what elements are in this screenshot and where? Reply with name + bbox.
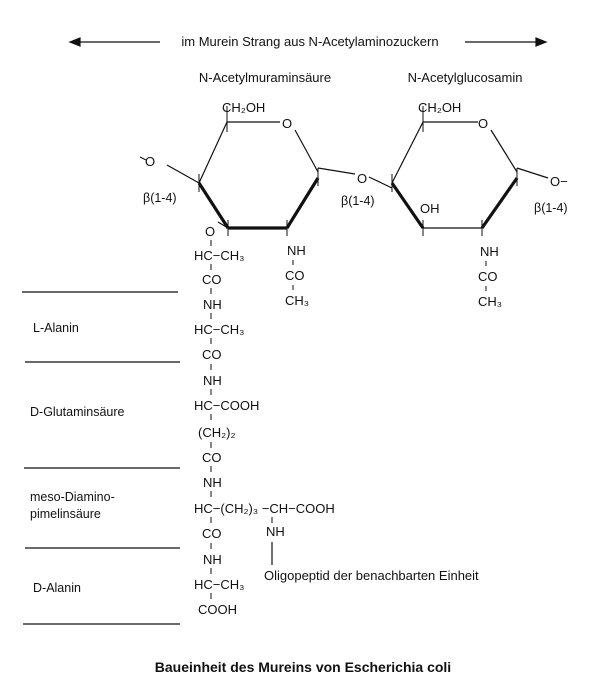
lactyl-hc: HC−CH₃ — [194, 248, 244, 263]
glycosidic-o: O — [357, 171, 367, 186]
dap-co: CO — [202, 526, 222, 541]
residue-d-alanin: D-Alanin — [33, 581, 81, 595]
glcnac-ring — [368, 106, 549, 236]
murnac-ch3: CH₃ — [285, 293, 309, 308]
glu-nh: NH — [203, 373, 222, 388]
glcnac-ch2oh: CH₂OH — [418, 100, 461, 115]
lactyl-co: CO — [202, 272, 222, 287]
glcnac-ch3: CH₃ — [478, 294, 502, 309]
murnac-left-o: O — [145, 154, 155, 169]
residue-l-alanin: L-Alanin — [33, 321, 79, 335]
murnac-ring — [166, 106, 356, 236]
glu-co: CO — [202, 450, 222, 465]
crosslink-label: Oligopeptid der benachbarten Einheit — [264, 568, 479, 583]
residue-d-glutaminsaeure: D-Glutaminsäure — [30, 405, 125, 419]
middle-link-label: β(1-4) — [341, 194, 375, 208]
ala2-nh: NH — [203, 552, 222, 567]
ala2-hc: HC−CH₃ — [194, 577, 244, 592]
residue-dap-line1: meso-Diamino- — [30, 490, 115, 504]
murnac-ether-o: O — [205, 224, 215, 239]
residue-dividers — [22, 291, 180, 625]
strand-arrow-left — [68, 37, 160, 47]
glu-hc: HC−COOH — [194, 398, 259, 413]
ala1-co: CO — [202, 347, 222, 362]
glcnac-co: CO — [478, 269, 498, 284]
murnac-nh: NH — [287, 243, 306, 258]
glcnac-ring-o: O — [478, 116, 488, 131]
caption: Baueinheit des Mureins von Escherichia c… — [155, 659, 451, 675]
ala1-nh: NH — [203, 297, 222, 312]
right-link-label: β(1-4) — [534, 201, 568, 215]
glcnac-name: N-Acetylglucosamin — [408, 70, 523, 85]
ala2-cooh: COOH — [198, 602, 237, 617]
murnac-co: CO — [285, 268, 305, 283]
residue-dap-line2: pimelinsäure — [30, 507, 101, 521]
strand-arrow-right — [465, 37, 548, 47]
dap-hc: HC−(CH₂)₃ −CH−COOH — [194, 501, 335, 516]
left-link-label: β(1-4) — [143, 191, 177, 205]
dap-nh: NH — [203, 475, 222, 490]
glcnac-nh: NH — [480, 244, 499, 259]
ala1-hc: HC−CH₃ — [194, 322, 244, 337]
glcnac-oh: OH — [420, 201, 440, 216]
murnac-ch2oh: CH₂OH — [222, 100, 265, 115]
murnac-ring-o: O — [282, 116, 292, 131]
glu-ch2: (CH₂)₂ — [198, 425, 236, 440]
glcnac-right-o: O− — [550, 174, 568, 189]
dap-branch-nh: NH — [266, 524, 285, 539]
strand-label: im Murein Strang aus N-Acetylaminozucker… — [181, 34, 438, 49]
murnac-name: N-Acetylmuraminsäure — [199, 70, 331, 85]
